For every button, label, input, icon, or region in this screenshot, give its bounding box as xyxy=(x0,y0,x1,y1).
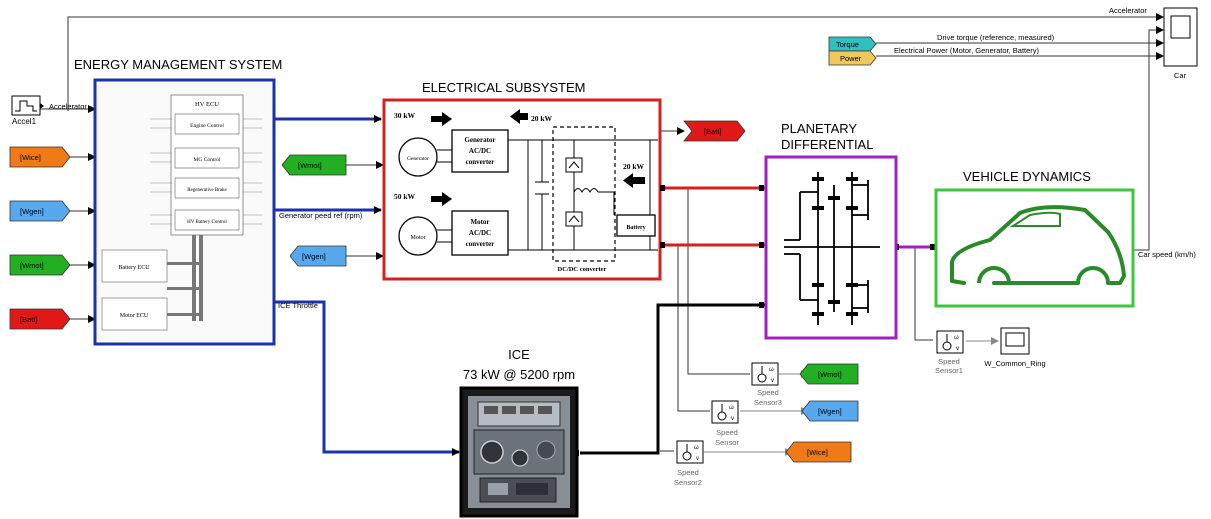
from-tag-wmot-mid[interactable]: [Wmot] xyxy=(282,155,346,175)
gen-conv-line3: converter xyxy=(466,158,495,166)
generator-label: Generator xyxy=(407,156,429,162)
sensor2-label-a: Speed xyxy=(677,468,699,477)
goto-tag-wgen-out[interactable]: [Wgen] xyxy=(802,401,858,421)
vehicle-dynamics-block[interactable] xyxy=(936,190,1133,306)
gen-conv-line1: Generator xyxy=(464,136,495,144)
svg-text:[Wgen]: [Wgen] xyxy=(20,207,44,216)
goto-tag-wice-in[interactable]: [Wice] xyxy=(10,147,70,167)
mot-conv-line2: AC/DC xyxy=(469,229,491,237)
sensor1-v: v xyxy=(956,346,959,352)
svg-text:[Wmot]: [Wmot] xyxy=(298,161,322,170)
speed-sensor-block[interactable] xyxy=(712,401,738,423)
sensor3-omega: ω xyxy=(769,367,774,373)
sensor-label-a: Speed xyxy=(716,428,738,437)
sensor-v: v xyxy=(731,416,734,422)
ice-spec: 73 kW @ 5200 rpm xyxy=(463,367,575,382)
batt-power-label: 20 kW xyxy=(623,162,645,171)
planetary-title-1: PLANETARY xyxy=(781,121,857,136)
sensor3-v: v xyxy=(771,378,774,384)
from-tag-wgen-mid[interactable]: [Wgen] xyxy=(290,246,346,266)
dcdc-label: DC/DC converter xyxy=(558,266,607,273)
w-common-ring-scope[interactable] xyxy=(1001,328,1029,354)
mot-conv-line1: Motor xyxy=(470,218,489,226)
from-tag-power[interactable]: Power xyxy=(829,51,876,65)
drive-torque-label: Drive torque (reference, measured) xyxy=(937,33,1055,42)
svg-text:Power: Power xyxy=(840,54,862,63)
mot-conv-line3: converter xyxy=(466,240,495,248)
sensor1-label-a: Speed xyxy=(938,357,960,366)
elec-power-label: Electrical Power (Motor, Generator, Batt… xyxy=(894,46,1040,55)
engine-icon xyxy=(474,402,564,502)
from-tag-torque[interactable]: Torque xyxy=(829,37,876,51)
electrical-title: ELECTRICAL SUBSYSTEM xyxy=(422,80,586,95)
accel1-block[interactable] xyxy=(12,96,44,115)
sensor2-label-b: Sensor2 xyxy=(674,478,702,487)
sensor3-label-a: Speed xyxy=(757,388,779,397)
ice-title: ICE xyxy=(508,347,530,362)
goto-tag-wice-out[interactable]: [Wice] xyxy=(786,442,851,462)
motor-label: Motor xyxy=(411,235,426,241)
battery-label: Battery xyxy=(626,225,645,231)
accel1-label: Accel1 xyxy=(12,117,37,126)
speed-sensor3-block[interactable] xyxy=(752,363,778,385)
gen-power-label: 30 kW xyxy=(394,111,416,120)
regen-brake-label: Regenerative Brake xyxy=(187,188,227,193)
gen-speed-ref-label: Generator peed ref (rpm) xyxy=(279,211,363,220)
speed-sensor1-block[interactable] xyxy=(937,331,963,353)
accelerator-in-label: Accelerator xyxy=(49,102,87,111)
sensor3-label-b: Sensor3 xyxy=(754,398,782,407)
sensor1-omega: ω xyxy=(954,335,959,341)
sensor2-v: v xyxy=(696,456,699,462)
svg-text:[Wice]: [Wice] xyxy=(20,153,41,162)
planetary-differential-block[interactable] xyxy=(766,157,896,338)
svg-text:[Wmot]: [Wmot] xyxy=(20,261,44,270)
battery-ecu-label: Battery ECU xyxy=(118,265,150,271)
ems-title: ENERGY MANAGEMENT SYSTEM xyxy=(74,57,282,72)
motor-power-label: 50 kW xyxy=(394,192,416,201)
sensor2-omega: ω xyxy=(694,445,699,451)
sensor1-label-b: Sensor1 xyxy=(935,366,963,375)
sensor-label-b: Sensor xyxy=(715,438,739,447)
goto-tag-wgen-in[interactable]: [Wgen] xyxy=(10,201,70,221)
ice-engine-block[interactable] xyxy=(461,388,577,516)
gen-conv-line2: AC/DC xyxy=(469,147,491,155)
engine-control-label: Engine Control xyxy=(190,123,224,129)
electrical-subsystem-block[interactable] xyxy=(384,100,660,279)
svg-text:[Batt]: [Batt] xyxy=(704,127,722,136)
goto-tag-batt-out[interactable]: [Batt] xyxy=(684,121,745,141)
car-scope-block[interactable] xyxy=(1164,8,1197,66)
svg-text:[Wgen]: [Wgen] xyxy=(818,407,842,416)
ems-block[interactable] xyxy=(95,80,274,344)
svg-text:[Wgen]: [Wgen] xyxy=(302,252,326,261)
dc-power-label: 20 kW xyxy=(531,114,553,123)
car-speed-label: Car speed (km/h) xyxy=(1138,250,1196,259)
goto-tag-wmot-in[interactable]: [Wmot] xyxy=(10,255,70,275)
svg-text:[Wmot]: [Wmot] xyxy=(818,370,842,379)
mg-control-label: MG Control xyxy=(193,157,221,163)
hv-battery-control-label: HV Battery Control xyxy=(187,220,227,225)
svg-text:[Batt]: [Batt] xyxy=(20,315,38,324)
planetary-title-2: DIFFERENTIAL xyxy=(781,137,873,152)
car-scope-label: Car xyxy=(1174,71,1187,80)
speed-sensor2-block[interactable] xyxy=(677,441,703,463)
vehicle-title: VEHICLE DYNAMICS xyxy=(963,169,1091,184)
svg-text:[Wice]: [Wice] xyxy=(807,448,828,457)
goto-tag-batt-in[interactable]: [Batt] xyxy=(10,309,70,329)
accelerator-top-label: Accelerator xyxy=(1109,6,1147,15)
sensor-omega: ω xyxy=(729,405,734,411)
svg-text:Torque: Torque xyxy=(836,40,859,49)
w-common-ring-label: W_Common_Ring xyxy=(984,359,1045,368)
goto-tag-wmot-out[interactable]: [Wmot] xyxy=(800,364,858,384)
hv-ecu-label: HV ECU xyxy=(195,101,219,108)
ice-throttle-label: ICE Throttle xyxy=(278,301,318,310)
motor-ecu-label: Motor ECU xyxy=(120,313,149,319)
